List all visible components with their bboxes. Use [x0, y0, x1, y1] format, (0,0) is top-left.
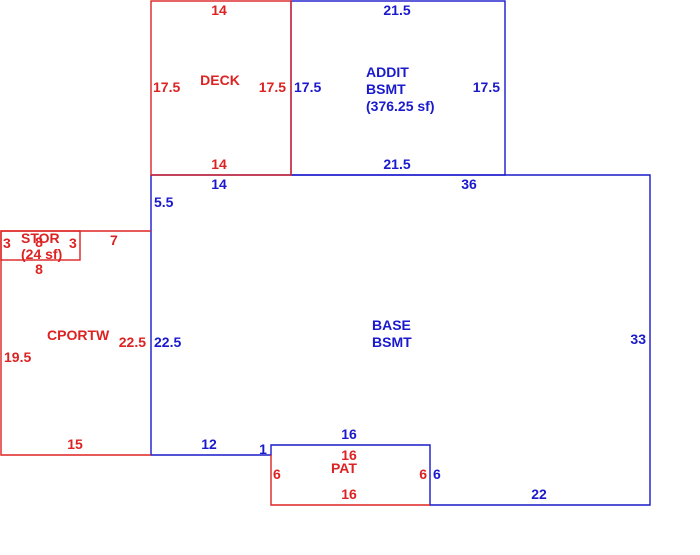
base-dim-left-upper: 5.5	[154, 194, 174, 210]
stor-dim-right: 3	[69, 235, 77, 251]
cportw-dim-bottom: 15	[67, 436, 83, 452]
cportw-label: CPORTW	[47, 327, 110, 343]
base-dim-notch-top: 16	[341, 426, 357, 442]
stor-label-line1: STOR	[21, 230, 60, 246]
stor-outline	[0, 230, 81, 261]
addit-label-line2: BSMT	[366, 81, 406, 97]
deck-dim-bottom: 14	[211, 156, 227, 172]
pat-dim-left: 6	[273, 466, 281, 482]
base-dim-top-left: 14	[211, 176, 227, 192]
stor-dim-left: 3	[3, 235, 11, 251]
base-label-line1: BASE	[372, 317, 411, 333]
addit-label-line3: (376.25 sf)	[366, 98, 434, 114]
addit-dim-top: 21.5	[383, 2, 410, 18]
cportw-dim-right-upper: 7	[110, 232, 118, 248]
cportw-dim-right: 22.5	[119, 334, 146, 350]
base-label-line2: BSMT	[372, 334, 412, 350]
cportw-dim-left: 19.5	[4, 349, 31, 365]
deck-dim-left: 17.5	[153, 79, 180, 95]
addit-dim-right: 17.5	[473, 79, 500, 95]
addit-label-line1: ADDIT	[366, 64, 409, 80]
base-dim-bottom-right: 22	[531, 486, 547, 502]
pat-dim-top: 16	[341, 447, 357, 463]
base-dim-bottom-left: 12	[201, 436, 217, 452]
deck-dim-right: 17.5	[259, 79, 286, 95]
stor-label-line2: (24 sf)	[21, 246, 62, 262]
deck-dim-top: 14	[211, 2, 227, 18]
addit-dim-bottom: 21.5	[383, 156, 410, 172]
base-dim-top-right: 36	[461, 176, 477, 192]
stor-dim-bottom: 8	[35, 261, 43, 277]
pat-dim-right: 6	[419, 466, 427, 482]
base-dim-left-lower: 22.5	[154, 334, 181, 350]
deck-outline	[150, 0, 292, 176]
pat-label: PAT	[331, 460, 357, 476]
stor-dim-top: 8	[35, 234, 43, 250]
addit-dim-left: 17.5	[294, 79, 321, 95]
pat-dim-bottom: 16	[341, 486, 357, 502]
base-dim-notch-right: 6	[433, 466, 441, 482]
base-dim-right: 33	[630, 331, 646, 347]
pat-outline	[270, 455, 430, 506]
base-bsmt-outline	[150, 174, 651, 506]
deck-label: DECK	[200, 72, 240, 88]
base-dim-step: 1	[259, 441, 267, 457]
